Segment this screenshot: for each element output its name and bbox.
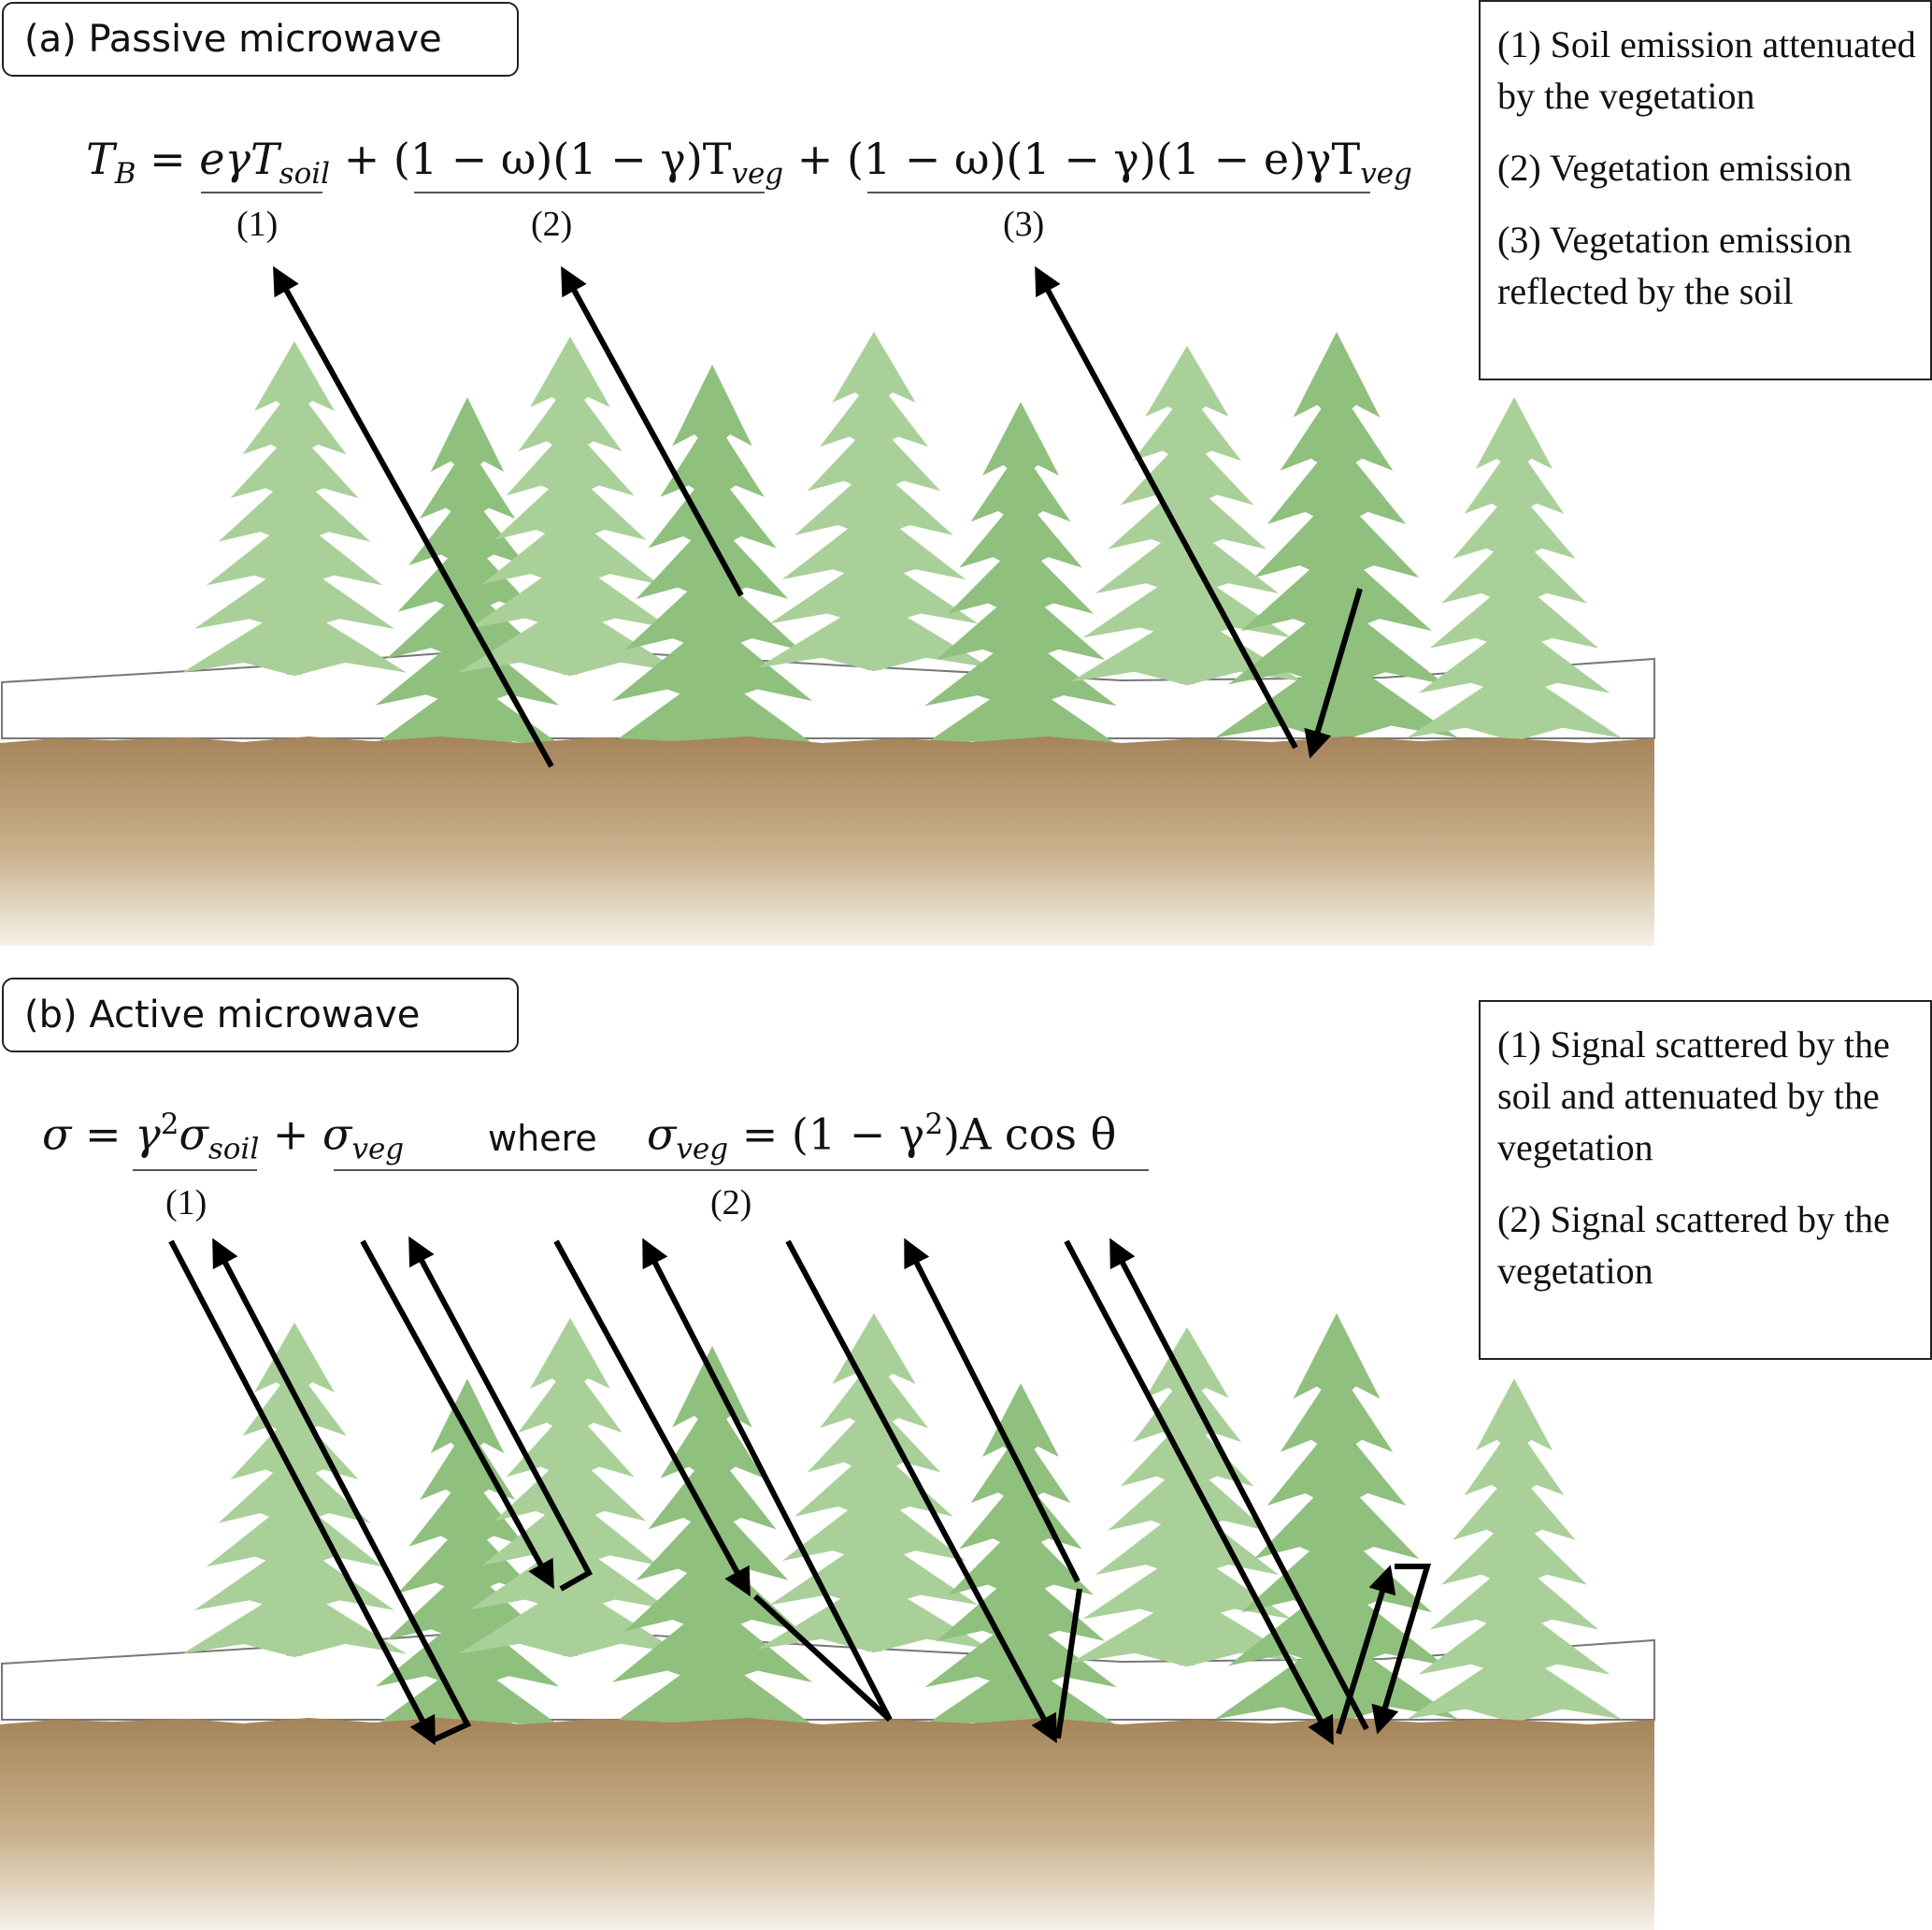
term-1-underline-b — [133, 1169, 257, 1171]
soil-emission-arrow — [273, 265, 554, 768]
tree-trunk-3 — [563, 662, 578, 675]
passive-legend: (1) Soil emission attenuated by the vege… — [1479, 0, 1932, 380]
legend-item-soil-emission: (1) Soil emission attenuated by the vege… — [1497, 23, 1916, 117]
conifer-tree-8 — [1215, 1313, 1458, 1723]
panel-a-scene — [0, 332, 1655, 946]
legend-item-soil-scatter: (1) Signal scattered by the soil and att… — [1497, 1023, 1890, 1168]
conifer-tree-6 — [913, 1383, 1128, 1737]
soil-a — [0, 736, 1654, 946]
vegetation-downward-arrow — [1304, 588, 1363, 759]
soil-reflected-arrow — [1035, 265, 1298, 750]
active-equation: σ = γ2σsoil + σveg — [42, 1108, 405, 1166]
conifer-tree-7 — [1070, 346, 1304, 686]
term-label-2-b: (2) — [710, 1183, 752, 1222]
where-label: where — [488, 1118, 597, 1159]
soil-up-to-canopy-arrow — [1336, 1565, 1396, 1735]
conifer-tree-4 — [600, 365, 824, 756]
incident-arrow-5 — [1064, 1239, 1334, 1746]
term-2: (1 − ω)(1 − γ)T — [393, 134, 732, 184]
conifer-tree-1 — [182, 341, 407, 677]
term-1: eγT — [199, 134, 279, 184]
panel-b-title: (b) Active microwave — [2, 978, 519, 1052]
conifer-tree-1 — [182, 1322, 407, 1658]
term-1-underline — [201, 192, 322, 193]
double-bounce-backscatter-arrow — [1109, 1237, 1369, 1731]
legend-item-vegetation-scatter: (2) Signal scattered by the vegetation — [1497, 1198, 1890, 1292]
conifer-tree-5 — [757, 332, 991, 672]
conifer-tree-8 — [1215, 332, 1458, 742]
tree-trunk-3 — [563, 1643, 578, 1656]
term-3-underline — [867, 192, 1370, 193]
term-2-underline — [414, 192, 765, 193]
vegetation-emission-arrow — [561, 265, 744, 597]
active-legend: (1) Signal scattered by the soil and att… — [1479, 1000, 1932, 1360]
conifer-tree-3 — [458, 336, 682, 677]
soil-backscatter-arrow — [212, 1237, 472, 1743]
term-2-underline-b — [334, 1169, 1149, 1171]
legend-item-reflected-emission: (3) Vegetation emission reflected by the… — [1497, 219, 1853, 312]
term-label-1: (1) — [236, 205, 279, 244]
conifer-tree-2 — [365, 1379, 570, 1737]
term-1: γ — [135, 1108, 161, 1160]
panel-a-arrows — [273, 265, 1363, 768]
soil-canopy-path — [752, 1594, 893, 1723]
tree-trunk-5 — [866, 1638, 881, 1651]
tree-trunk-7 — [1180, 671, 1195, 684]
conifer-tree-6 — [913, 402, 1128, 756]
soil-to-canopy-path — [1055, 1588, 1082, 1739]
term-3: (1 − ω)(1 − γ)(1 − e)γT — [846, 134, 1361, 184]
trees-a — [182, 332, 1622, 756]
conifer-tree-5 — [757, 1313, 991, 1653]
canopy-down-to-soil-arrow — [1371, 1564, 1432, 1735]
canopy-backscatter-arrow-3 — [904, 1237, 1080, 1583]
canopy-backscatter-arrow-2 — [642, 1237, 893, 1722]
sigma-veg-definition: σveg = (1 − γ2)A cos θ — [647, 1108, 1117, 1166]
conifer-tree-3 — [458, 1318, 682, 1658]
soil-b — [0, 1718, 1654, 1930]
incident-arrow-4 — [785, 1239, 1057, 1744]
conifer-tree-9 — [1407, 397, 1622, 742]
panel-b-arrows — [168, 1236, 1432, 1746]
incident-arrow-3 — [553, 1239, 751, 1597]
tree-trunk-1 — [287, 1643, 302, 1656]
trees-b — [182, 1313, 1622, 1737]
term-label-3: (3) — [1003, 205, 1045, 244]
passive-equation: TB = eγTsoil + (1 − ω)(1 − γ)Tveg + (1 −… — [86, 134, 1412, 192]
legend-item-vegetation-emission: (2) Vegetation emission — [1497, 147, 1853, 189]
conifer-tree-2 — [365, 397, 570, 756]
conifer-tree-4 — [600, 1346, 824, 1737]
tree-trunk-1 — [287, 662, 302, 675]
term-label-1-b: (1) — [165, 1183, 208, 1222]
canopy-backscatter-arrow-1 — [408, 1236, 594, 1592]
tree-trunk-7 — [1180, 1652, 1195, 1666]
term-2: σ — [322, 1108, 352, 1160]
conifer-tree-9 — [1407, 1379, 1622, 1723]
conifer-tree-7 — [1070, 1327, 1304, 1667]
panel-b-scene — [0, 1313, 1655, 1930]
tree-trunk-9 — [1507, 1708, 1522, 1722]
term-label-2: (2) — [531, 205, 573, 244]
incident-arrow-1 — [168, 1239, 436, 1746]
tree-trunk-9 — [1507, 727, 1522, 740]
panel-a-title: (a) Passive microwave — [2, 2, 519, 77]
incident-arrow-2 — [360, 1239, 554, 1590]
tree-trunk-5 — [866, 657, 881, 670]
